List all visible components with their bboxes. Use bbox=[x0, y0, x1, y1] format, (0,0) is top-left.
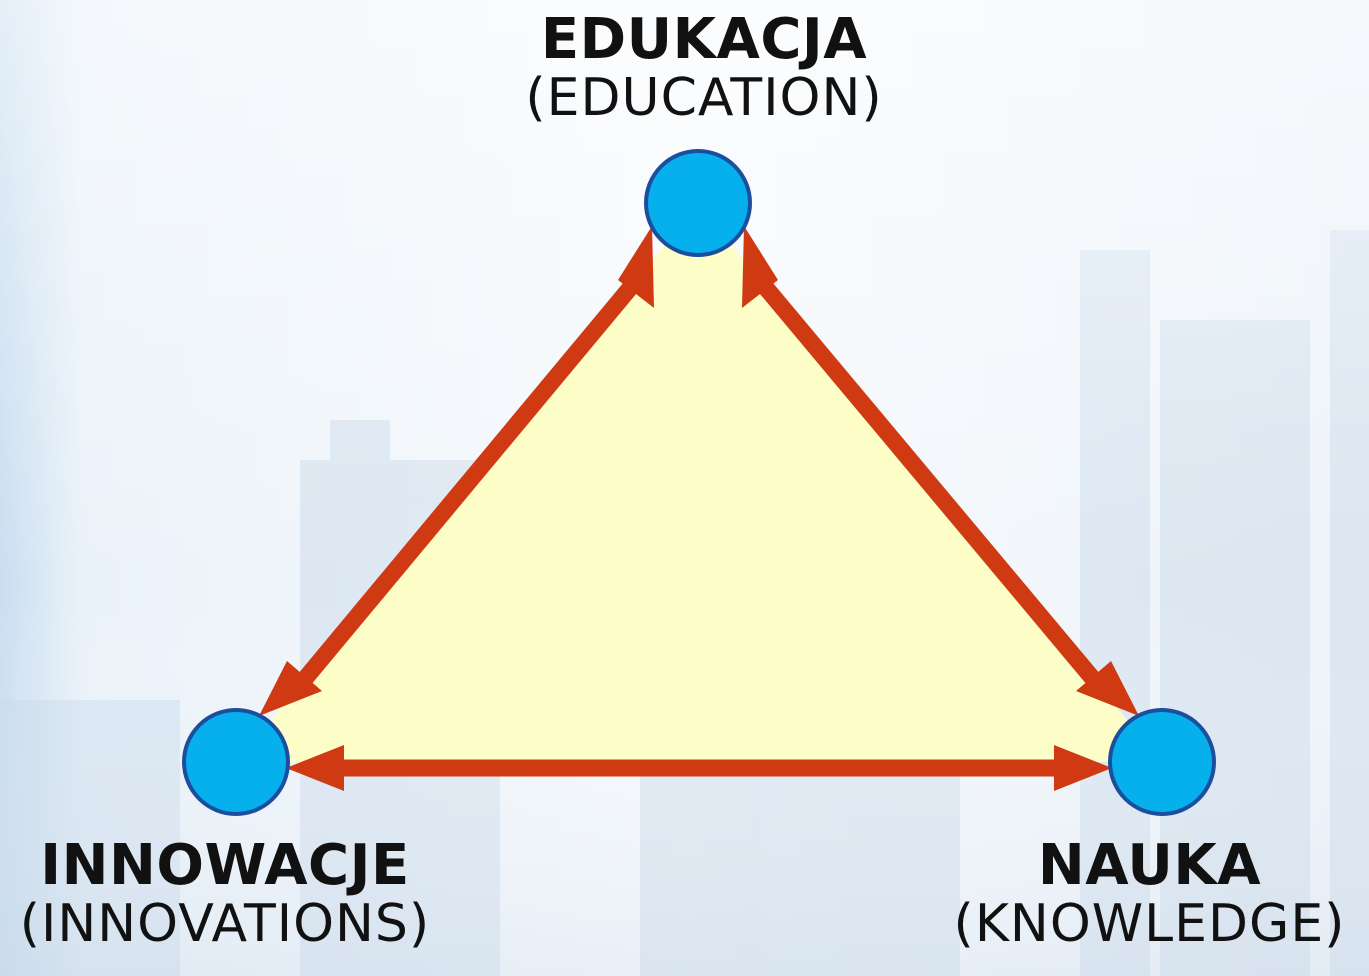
triangle-fill bbox=[236, 205, 1162, 762]
label-innowacje: INNOWACJE (INNOVATIONS) bbox=[0, 833, 450, 955]
node-innowacje bbox=[182, 708, 290, 816]
arrow-innov-nauka bbox=[286, 745, 1112, 791]
label-edukacja-main: EDUKACJA bbox=[540, 7, 868, 72]
label-nauka: NAUKA (KNOWLEDGE) bbox=[930, 833, 1369, 955]
arrow-edu-innov bbox=[259, 226, 654, 716]
label-innowacje-sub: (INNOVATIONS) bbox=[19, 894, 431, 955]
arrow-edu-nauka bbox=[742, 226, 1139, 716]
node-edukacja bbox=[644, 149, 752, 257]
label-edukacja: EDUKACJA (EDUCATION) bbox=[434, 7, 974, 129]
label-innowacje-main: INNOWACJE bbox=[40, 833, 410, 898]
node-nauka bbox=[1108, 708, 1216, 816]
label-edukacja-sub: (EDUCATION) bbox=[525, 68, 883, 129]
label-nauka-main: NAUKA bbox=[1037, 833, 1262, 898]
label-nauka-sub: (KNOWLEDGE) bbox=[953, 894, 1346, 955]
